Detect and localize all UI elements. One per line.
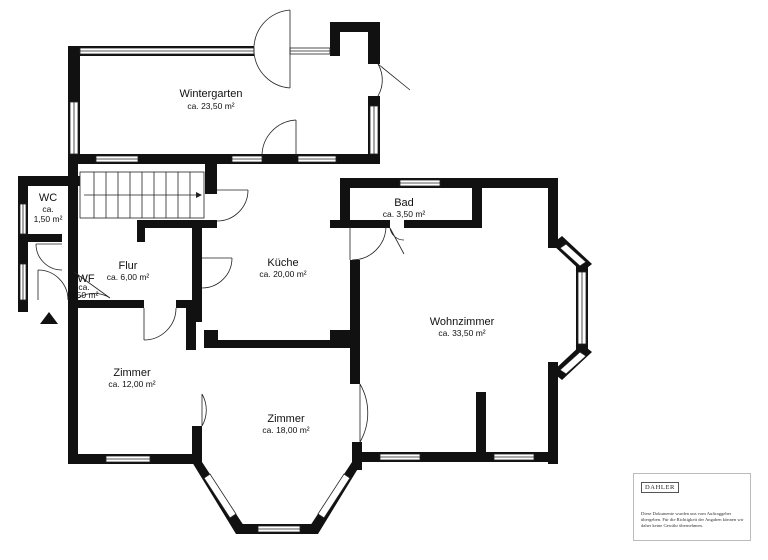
window — [203, 473, 237, 519]
room-label-wc: WC — [39, 192, 57, 204]
staircase — [79, 171, 205, 219]
room-area-wohnzimmer: ca. 33,50 m² — [438, 328, 485, 338]
doors — [35, 9, 411, 443]
wall — [186, 300, 196, 350]
wall — [350, 260, 360, 384]
wall — [78, 300, 144, 308]
wall — [548, 362, 558, 464]
door-swing — [143, 307, 177, 341]
disclaimer-text: Diese Dokumente wurden uns vom Auftragge… — [641, 511, 744, 528]
wall — [330, 22, 380, 32]
wall — [204, 340, 358, 348]
wall — [205, 160, 217, 194]
windows — [19, 47, 587, 533]
door-swing — [359, 383, 369, 443]
door-swing — [216, 189, 249, 222]
wall — [68, 160, 78, 356]
legend-box: DAHLER Diese Dokumente wurden uns vom Au… — [633, 473, 751, 541]
entrance-arrow-icon — [40, 312, 58, 324]
wall — [192, 220, 202, 322]
room-labels: Wintergarten ca. 23,50 m² WC ca. 1,50 m²… — [34, 88, 495, 435]
room-area-kueche: ca. 20,00 m² — [259, 269, 306, 279]
room-area-wintergarten: ca. 23,50 m² — [187, 101, 234, 111]
window — [559, 243, 587, 267]
room-area-flur: ca. 6,00 m² — [107, 272, 150, 282]
room-label-kueche: Küche — [267, 257, 298, 269]
wall — [352, 442, 362, 470]
wall — [368, 22, 380, 64]
door-swing — [37, 269, 69, 301]
wall — [472, 178, 482, 228]
room-label-flur: Flur — [119, 260, 138, 272]
room-area-wc-value: 1,50 m² — [34, 214, 63, 224]
room-label-wintergarten: Wintergarten — [180, 88, 243, 100]
door-swing — [35, 243, 63, 271]
room-label-zimmer-left: Zimmer — [113, 367, 151, 379]
wall — [28, 234, 62, 242]
room-label-wohnzimmer: Wohnzimmer — [430, 316, 495, 328]
door-swing — [261, 119, 297, 157]
window — [559, 351, 587, 375]
wall — [18, 176, 28, 312]
room-area-zimmer-left: ca. 12,00 m² — [108, 379, 155, 389]
door-swing — [201, 393, 207, 427]
door-swing — [201, 257, 233, 289]
wall — [137, 220, 217, 228]
room-label-zimmer-bottom: Zimmer — [267, 413, 305, 425]
room-label-wf: WF — [77, 273, 94, 285]
window — [317, 473, 351, 519]
room-area-wc: ca. — [42, 204, 53, 214]
wall — [137, 220, 145, 242]
wall — [192, 426, 202, 464]
room-label-bad: Bad — [394, 197, 414, 209]
room-area-wf-value: 2,50 m² — [70, 290, 99, 300]
wall — [340, 178, 350, 222]
wall — [476, 392, 486, 462]
wall — [68, 154, 380, 164]
door-swing — [377, 63, 411, 97]
wall — [330, 220, 390, 228]
door-swing — [73, 271, 111, 299]
room-area-bad: ca. 3,50 m² — [383, 209, 426, 219]
wall — [330, 22, 340, 56]
wall — [68, 300, 78, 464]
stair-direction-arrow-icon — [196, 192, 202, 198]
room-area-wf: ca. — [78, 282, 89, 292]
wall — [352, 452, 558, 462]
room-area-zimmer-bottom: ca. 18,00 m² — [262, 425, 309, 435]
door-swing — [349, 225, 387, 261]
wall — [404, 220, 482, 228]
door-swing — [253, 9, 291, 89]
door-swing — [389, 227, 405, 255]
brand-logo: DAHLER — [641, 482, 679, 493]
wall — [548, 178, 558, 248]
wall — [476, 178, 558, 188]
wall — [18, 176, 80, 186]
